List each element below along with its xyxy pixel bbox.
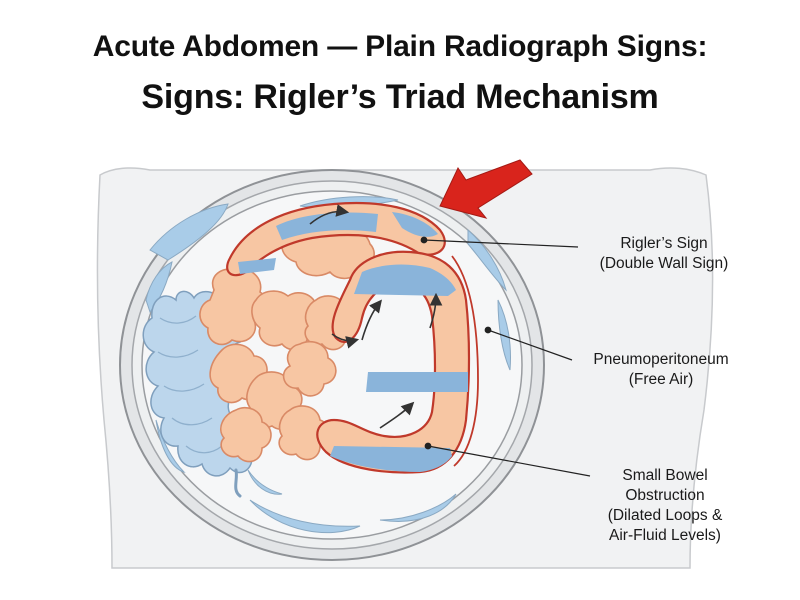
peristalsis-arrows <box>309 204 443 429</box>
callout-riglers-sign-line-1: Rigler’s Sign <box>620 235 708 252</box>
peristalsis-arrow-icon <box>379 401 415 429</box>
dilated-loop-right <box>316 250 471 474</box>
callout-pneumoperitoneum: Pneumoperitoneum (Free Air) <box>576 350 746 390</box>
diagram-title-line-2: Signs: Rigler’s Triad Mechanism <box>141 78 659 116</box>
red-arrow-icon <box>439 159 533 219</box>
peristalsis-arrow-icon <box>429 292 443 329</box>
diagram-title-line-1: Acute Abdomen — Plain Radiograph Signs: <box>92 30 708 63</box>
callout-sbo-line-2: Obstruction <box>625 487 705 504</box>
bowel-double-wall-line <box>451 255 479 467</box>
peristalsis-arrow-icon <box>309 204 350 225</box>
callout-pneumoperitoneum-line-2: (Free Air) <box>628 371 694 388</box>
peristalsis-arrow-icon <box>361 299 382 341</box>
callout-leader-lines <box>420 236 591 477</box>
small-bowel-loops <box>199 226 375 463</box>
callout-sbo-line-4: Air-Fluid Levels) <box>609 527 721 544</box>
callout-riglers-sign-line-2: (Double Wall Sign) <box>599 255 729 272</box>
peristalsis-arrow-icon <box>331 333 360 349</box>
callout-riglers-sign: Rigler’s Sign (Double Wall Sign) <box>584 234 744 274</box>
callout-sbo-line-3: (Dilated Loops & <box>607 507 723 524</box>
callout-sbo-line-1: Small Bowel <box>622 467 708 484</box>
callout-pneumoperitoneum-line-1: Pneumoperitoneum <box>593 351 729 368</box>
callout-small-bowel-obstruction: Small Bowel Obstruction (Dilated Loops &… <box>590 466 740 546</box>
